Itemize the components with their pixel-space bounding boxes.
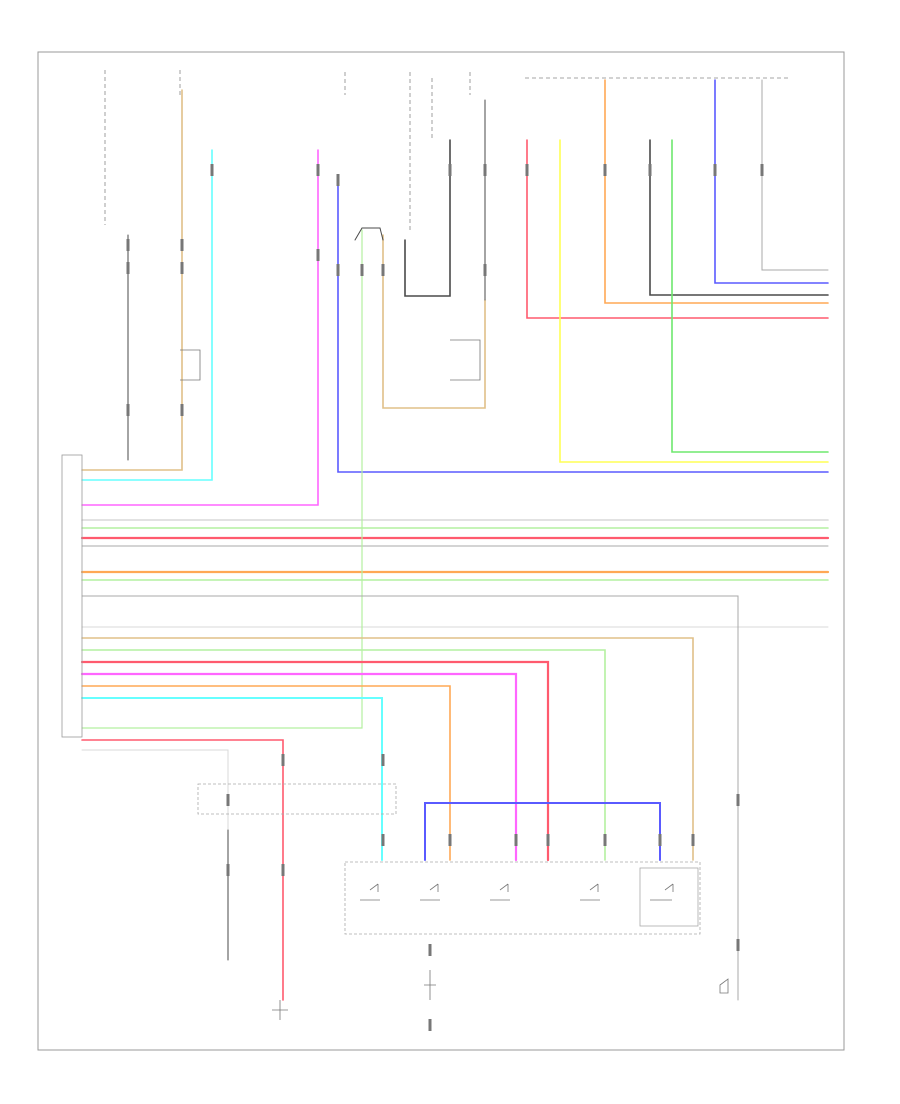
wire-orange-sw bbox=[81, 685, 451, 861]
wire-red-top bbox=[526, 139, 829, 319]
connector-pin bbox=[381, 264, 385, 276]
wire-pink-top bbox=[81, 149, 319, 506]
wire-blue-mid bbox=[337, 174, 829, 473]
wire-gray-right bbox=[81, 595, 739, 871]
connector-pin bbox=[658, 834, 662, 846]
ecu-connector-block bbox=[61, 454, 83, 738]
connector-pin bbox=[316, 164, 320, 176]
connector-pin bbox=[428, 944, 432, 956]
connector-pin bbox=[336, 174, 340, 186]
connector-pin bbox=[546, 834, 550, 846]
wire-light-blue-sw bbox=[81, 697, 383, 861]
wire-black-top bbox=[649, 139, 829, 296]
wire-tan-top bbox=[81, 89, 183, 471]
connector-pin bbox=[736, 794, 740, 806]
wire-red-sw bbox=[80, 660, 550, 862]
wire-green-top bbox=[671, 139, 829, 453]
connector-pin bbox=[126, 239, 130, 251]
connector-pin bbox=[360, 264, 364, 276]
connector-pin bbox=[126, 404, 130, 416]
wire-white-lower bbox=[81, 749, 229, 831]
connector-pin bbox=[448, 834, 452, 846]
wire-orange-top bbox=[604, 79, 829, 304]
wire-black-loop bbox=[354, 227, 384, 241]
wire-tan-sw bbox=[81, 637, 694, 861]
connector-pin bbox=[180, 239, 184, 251]
wire-gray-top bbox=[761, 79, 829, 271]
meter-connector-box bbox=[197, 783, 397, 815]
connector-pin bbox=[336, 264, 340, 276]
wire-green-long bbox=[81, 229, 363, 729]
connector-pin bbox=[428, 1019, 432, 1031]
connector-pin bbox=[514, 834, 518, 846]
wire-light-blue-top bbox=[81, 149, 213, 481]
relay-box bbox=[639, 867, 699, 927]
connector-marks bbox=[126, 164, 764, 1031]
connector-pin bbox=[483, 264, 487, 276]
switch-assembly-box bbox=[344, 861, 701, 935]
wire-tan-mid bbox=[382, 234, 486, 409]
connector-pin bbox=[691, 834, 695, 846]
connector-pin bbox=[281, 754, 285, 766]
connector-pin bbox=[648, 164, 652, 176]
wire-red-lower bbox=[81, 739, 284, 1001]
wire-black-mid bbox=[404, 139, 451, 297]
connector-pin bbox=[226, 864, 230, 876]
connector-pin bbox=[316, 249, 320, 261]
switch-glyphs bbox=[180, 339, 729, 1020]
connector-pin bbox=[603, 834, 607, 846]
wire-pink-sw bbox=[80, 672, 518, 862]
connector-pin bbox=[180, 262, 184, 274]
wire-blue-top bbox=[714, 79, 829, 284]
wire-green-sw bbox=[81, 649, 606, 861]
wire-yellow-top bbox=[559, 139, 829, 463]
connector-pin bbox=[736, 939, 740, 951]
connector-pin bbox=[180, 404, 184, 416]
connector-pin bbox=[210, 164, 214, 176]
connector-pin bbox=[713, 164, 717, 176]
connector-pin bbox=[126, 262, 130, 274]
diagram-frame bbox=[37, 51, 845, 1051]
connector-pin bbox=[603, 164, 607, 176]
connector-pin bbox=[760, 164, 764, 176]
wire-blue-bottom bbox=[424, 802, 661, 861]
connector-pin bbox=[226, 794, 230, 806]
connector-pin bbox=[448, 164, 452, 176]
connector-pin bbox=[483, 164, 487, 176]
connector-pin bbox=[381, 754, 385, 766]
connector-pin bbox=[381, 834, 385, 846]
connector-pin bbox=[281, 864, 285, 876]
connector-pin bbox=[525, 164, 529, 176]
fuse-feed-lines bbox=[104, 70, 790, 230]
